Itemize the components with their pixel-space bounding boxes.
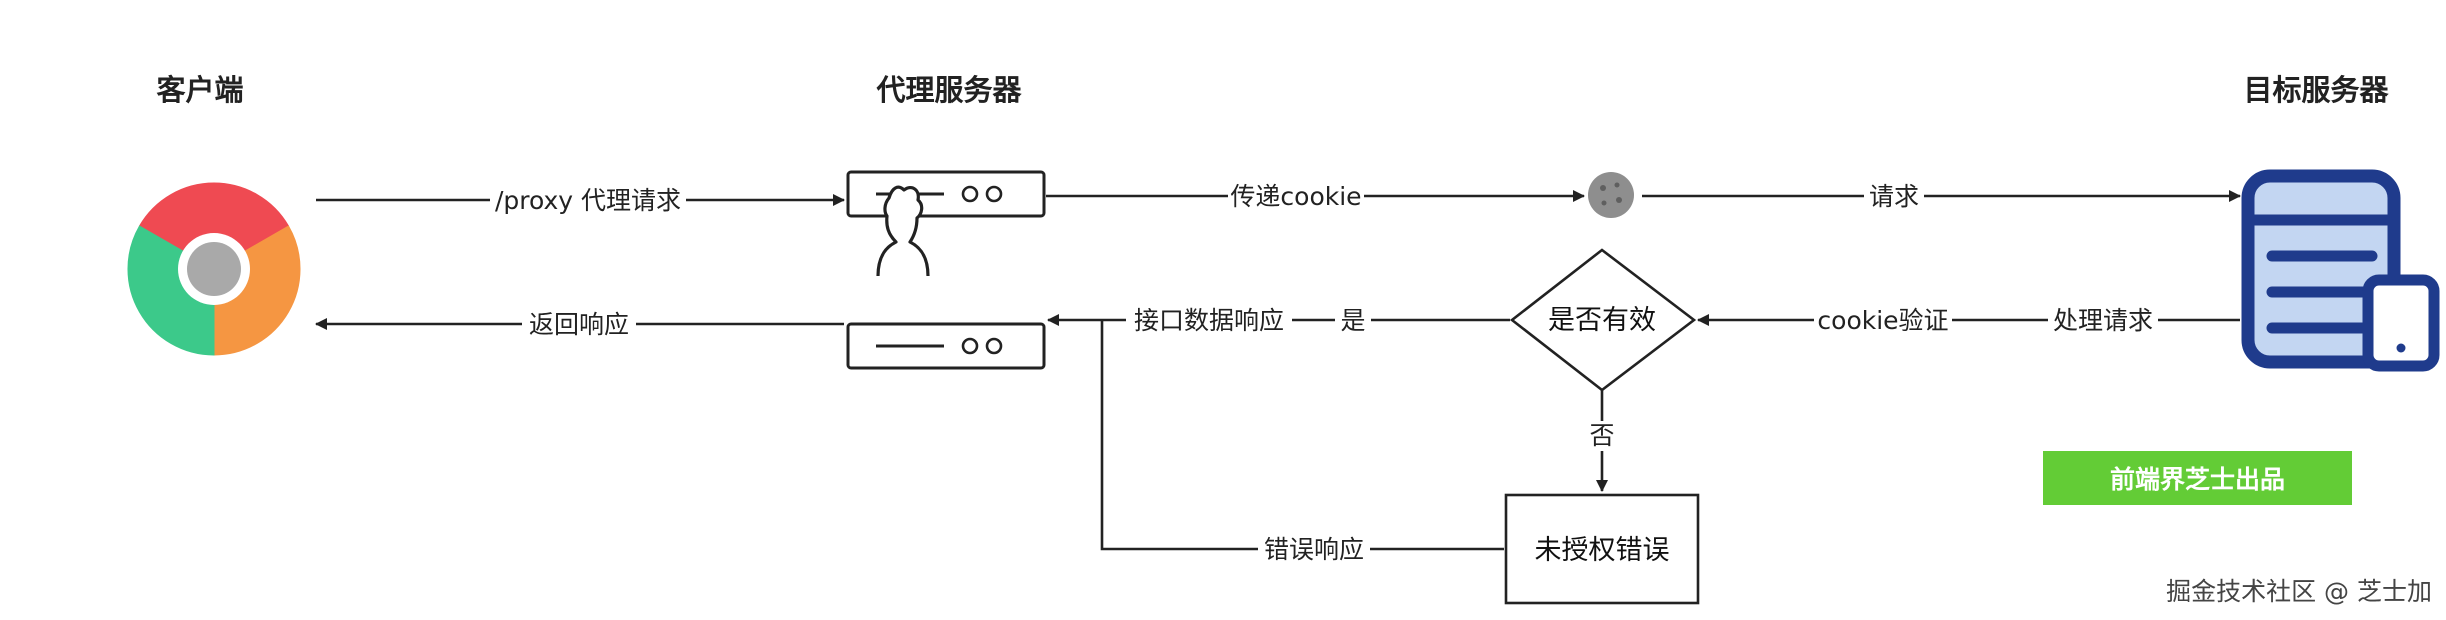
unauthorized-error-node: 未授权错误 bbox=[1504, 493, 1700, 605]
label-api-response: 接口数据响应 bbox=[1134, 306, 1284, 335]
server-icon bbox=[846, 322, 1046, 370]
decision-node: 是否有效 bbox=[1509, 248, 1697, 392]
decision-label: 是否有效 bbox=[1548, 305, 1656, 336]
cookie-icon bbox=[1588, 172, 1634, 218]
heading-client: 客户端 bbox=[156, 73, 243, 107]
server-icon bbox=[846, 170, 1046, 218]
edges bbox=[315, 190, 2241, 551]
label-no: 否 bbox=[1589, 421, 1614, 450]
edge-labels: /proxy 代理请求 传递cookie 请求 处理请求 cookie验证 是 … bbox=[490, 182, 2158, 565]
label-return-response: 返回响应 bbox=[529, 310, 629, 339]
unauthorized-label: 未授权错误 bbox=[1535, 535, 1670, 566]
label-pass-cookie: 传递cookie bbox=[1230, 182, 1361, 211]
label-cookie-verify: cookie验证 bbox=[1817, 306, 1948, 335]
label-proxy-request: /proxy 代理请求 bbox=[495, 186, 681, 215]
heading-target: 目标服务器 bbox=[2243, 73, 2389, 107]
label-handle-request: 处理请求 bbox=[2053, 306, 2153, 335]
heading-proxy: 代理服务器 bbox=[875, 73, 1022, 107]
label-error-response: 错误响应 bbox=[1264, 535, 1364, 564]
brand-badge: 前端界芝士出品 bbox=[2043, 451, 2352, 505]
label-yes: 是 bbox=[1340, 306, 1365, 335]
watermark: 掘金技术社区 @ 芝士加 bbox=[2166, 577, 2432, 606]
user-icon bbox=[876, 185, 930, 277]
label-request: 请求 bbox=[1869, 182, 1919, 211]
edge-error-response bbox=[1100, 320, 1504, 551]
server-document-icon bbox=[2241, 169, 2440, 372]
chrome-browser-icon bbox=[127, 182, 301, 356]
